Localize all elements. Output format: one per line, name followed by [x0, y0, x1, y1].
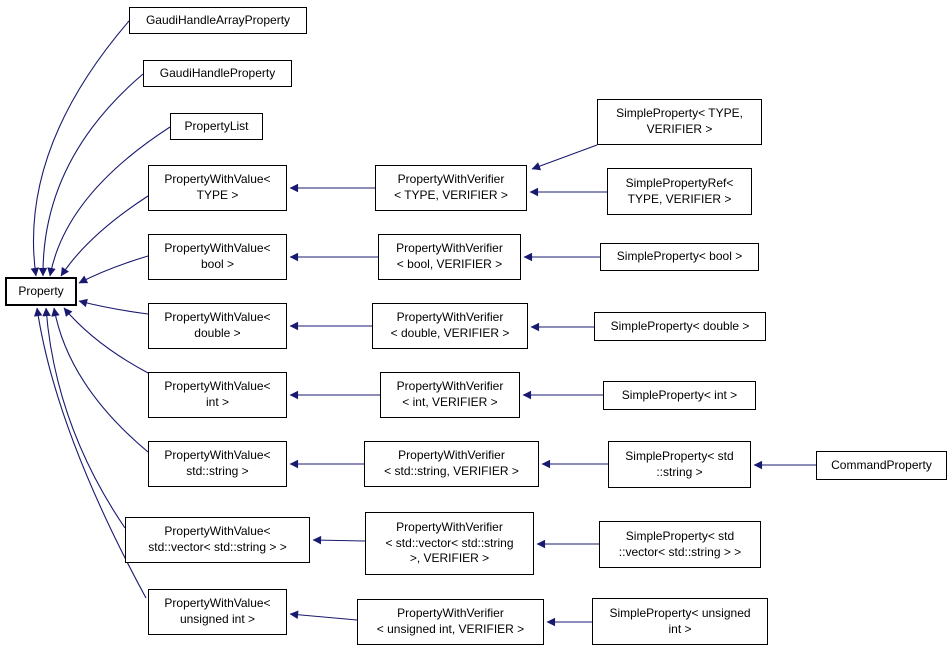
class-node-propertywithverifier-int[interactable]: PropertyWithVerifier < int, VERIFIER >: [380, 372, 520, 418]
class-node-propertywithverifier-vector-string[interactable]: PropertyWithVerifier < std::vector< std:…: [365, 512, 534, 575]
class-node-simpleproperty-int[interactable]: SimpleProperty< int >: [603, 381, 756, 410]
edge-plist-to-property: [47, 126, 171, 277]
class-node-propertywithverifier-unsigned-int[interactable]: PropertyWithVerifier < unsigned int, VER…: [357, 599, 544, 645]
class-node-propertywithverifier-string[interactable]: PropertyWithVerifier < std::string, VERI…: [364, 441, 539, 487]
class-node-simpleproperty-bool[interactable]: SimpleProperty< bool >: [600, 243, 759, 271]
class-node-propertywithvalue-string[interactable]: PropertyWithValue< std::string >: [148, 441, 287, 487]
class-node-property: Property: [5, 277, 77, 306]
class-node-simpleproperty-string[interactable]: SimpleProperty< std ::string >: [608, 441, 751, 488]
edge-ghp-to-property: [38, 73, 144, 277]
class-node-gaudihandleproperty[interactable]: GaudiHandleProperty: [143, 60, 292, 87]
class-node-propertywithverifier-bool[interactable]: PropertyWithVerifier < bool, VERIFIER >: [378, 234, 521, 280]
edge-pwvf_uint-to-pwv_uint: [289, 610, 358, 621]
class-node-simpleproperty-unsigned-int[interactable]: SimpleProperty< unsigned int >: [592, 598, 768, 645]
class-node-simpleproperty-double[interactable]: SimpleProperty< double >: [594, 312, 766, 341]
class-node-propertylist[interactable]: PropertyList: [170, 113, 263, 140]
edge-pwvf_vector-to-pwv_vector: [312, 535, 366, 545]
class-node-gaudihandlearrayproperty[interactable]: GaudiHandleArrayProperty: [129, 7, 307, 34]
class-node-propertywithverifier-double[interactable]: PropertyWithVerifier < double, VERIFIER …: [372, 303, 528, 349]
class-node-commandproperty[interactable]: CommandProperty: [816, 451, 947, 480]
class-node-propertywithvalue-bool[interactable]: PropertyWithValue< bool >: [148, 234, 287, 280]
edge-pwv_bool-to-property: [78, 255, 149, 284]
edge-pwv_int-to-property: [63, 307, 151, 375]
class-node-propertywithvalue-vector-string[interactable]: PropertyWithValue< std::vector< std::str…: [125, 517, 310, 563]
edge-pwv_string-to-property: [51, 307, 149, 453]
edge-sp_type-to-pwvf_type: [531, 144, 598, 171]
class-node-simplepropertyref-type-verifier[interactable]: SimplePropertyRef< TYPE, VERIFIER >: [607, 168, 752, 215]
edge-pwv_uint-to-property: [33, 307, 147, 599]
edge-pwv_double-to-property: [78, 298, 149, 315]
class-node-simpleproperty-vector-string[interactable]: SimpleProperty< std ::vector< std::strin…: [599, 521, 761, 568]
edge-ghap-to-property: [30, 20, 130, 277]
class-node-propertywithvalue-int[interactable]: PropertyWithValue< int >: [148, 372, 287, 418]
edge-pwv_vector-to-property: [42, 307, 126, 529]
class-node-simpleproperty-type-verifier[interactable]: SimpleProperty< TYPE, VERIFIER >: [597, 99, 762, 145]
edge-pwv_type-to-property: [60, 195, 149, 277]
class-node-propertywithvalue-unsigned-int[interactable]: PropertyWithValue< unsigned int >: [148, 589, 287, 635]
class-node-propertywithvalue-type[interactable]: PropertyWithValue< TYPE >: [148, 165, 287, 211]
class-node-propertywithverifier-type[interactable]: PropertyWithVerifier < TYPE, VERIFIER >: [375, 165, 527, 211]
class-node-propertywithvalue-double[interactable]: PropertyWithValue< double >: [148, 303, 287, 349]
